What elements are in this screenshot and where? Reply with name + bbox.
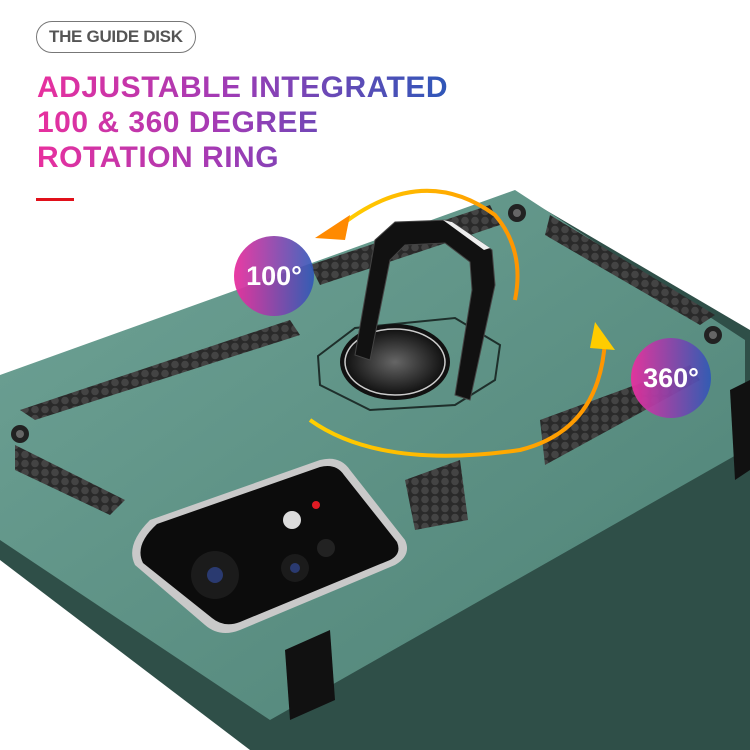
grip-panel [405,460,468,530]
arrow-head-icon [315,215,350,240]
rotation-arc [308,339,607,458]
grip-panel [15,445,125,515]
rotation-arc [333,188,520,301]
grip-panel [545,215,715,325]
ring-holder [316,219,502,412]
badge-label: 360° [643,362,699,393]
accent-bar [36,198,74,201]
badge-100-degree: 100° [234,236,314,316]
badge-label: 100° [246,260,302,291]
side-button [285,630,335,720]
arrow-head-icon [590,322,615,350]
camera-module [132,458,408,634]
guide-disk-label: THE GUIDE DISK [49,27,183,46]
grip-panel [20,320,300,420]
guide-disk-tag: THE GUIDE DISK [36,21,196,53]
badge-360-degree: 360° [631,338,711,418]
